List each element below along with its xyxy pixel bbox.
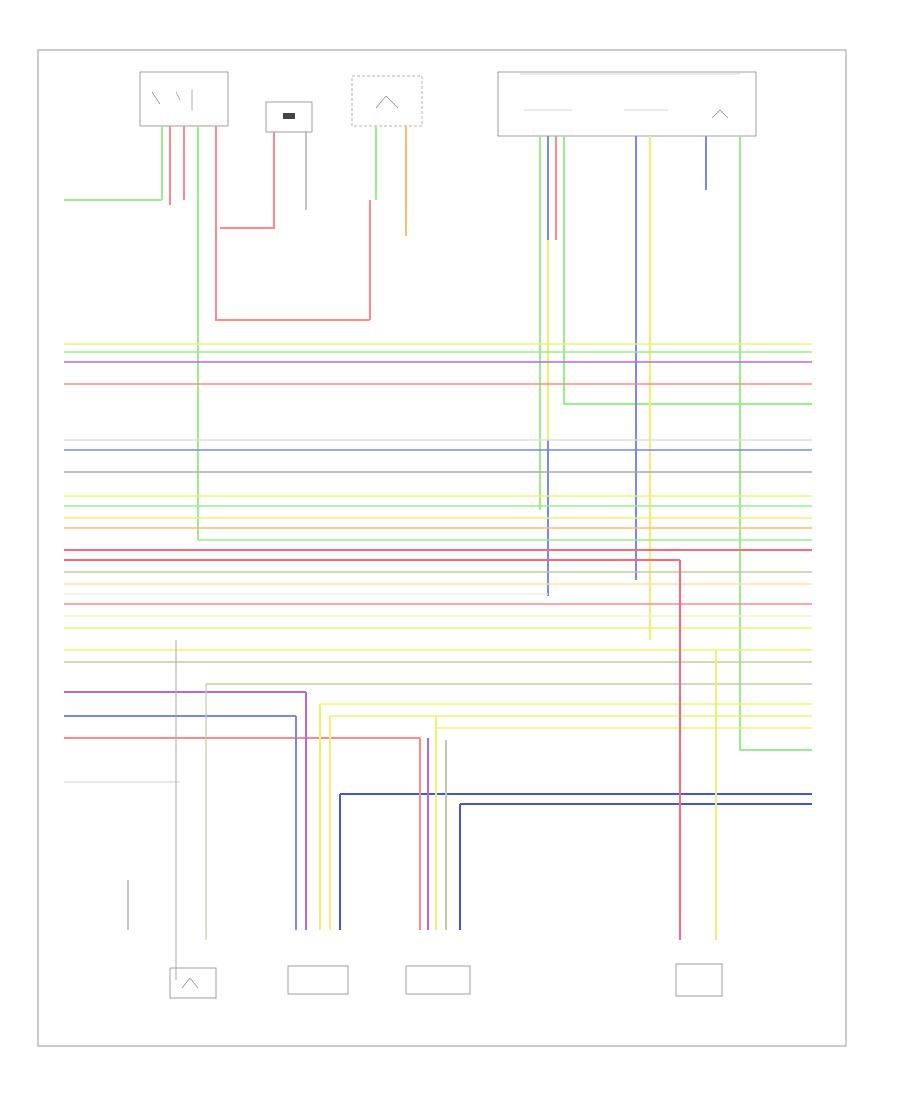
fuel-pump-module [351,75,423,127]
bottom-wiring [127,560,717,980]
fuse-block [265,101,313,133]
bottom-sensor [169,967,217,999]
bus-lines [64,343,812,805]
instrument-cluster [497,71,757,137]
right-module [675,963,723,997]
mid-module [405,965,471,995]
top-left-relay [139,71,229,127]
left-module [287,965,349,995]
diagram-frame [37,49,847,1047]
